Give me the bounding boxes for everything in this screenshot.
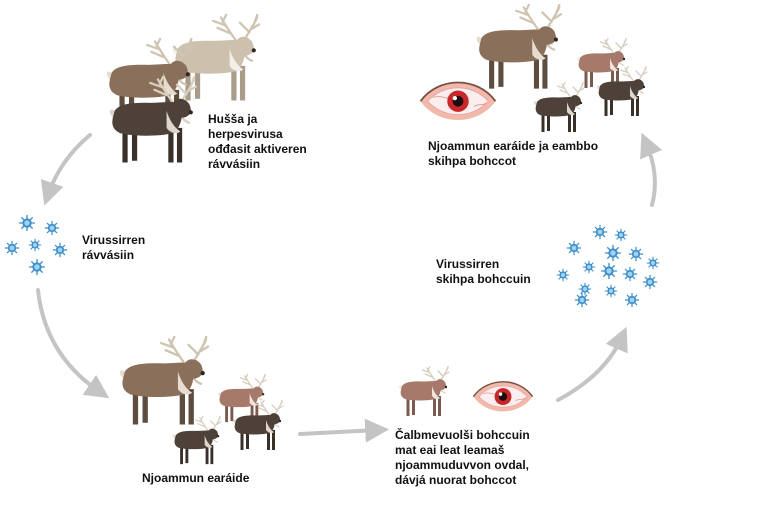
label-line: dávjá nuorat bohccot bbox=[395, 473, 517, 487]
label-line: Njoammun earáide ja eambbo bbox=[428, 139, 599, 153]
reindeer-icon bbox=[399, 366, 449, 416]
label-line: Virussirren bbox=[436, 257, 500, 271]
label-calves: Njoammun earáide bbox=[142, 471, 249, 486]
label-line: ođđasit aktiveren bbox=[208, 142, 307, 156]
virus-icon bbox=[622, 266, 638, 282]
arrow-stress-to-shedding bbox=[40, 133, 92, 206]
virus-icon bbox=[18, 214, 36, 232]
virus-icon bbox=[28, 238, 42, 252]
virus-icon bbox=[28, 258, 46, 276]
reindeer-icon bbox=[218, 374, 266, 423]
virus-icon bbox=[604, 284, 618, 298]
reindeer-icon bbox=[577, 38, 627, 88]
label-line: skihpa bohccuin bbox=[436, 272, 531, 286]
label-line: Čalbmevuolši bohccuin bbox=[395, 428, 530, 442]
virus-cluster-left bbox=[4, 214, 68, 276]
herd-calves bbox=[119, 336, 283, 465]
arrow-shedding-to-calves bbox=[36, 288, 110, 399]
label-line: rávvásiin bbox=[208, 157, 261, 171]
label-spread: Njoammun earáide ja eambbo skihpa bohcco… bbox=[428, 139, 598, 169]
virus-icon bbox=[614, 228, 628, 242]
virus-cluster-right bbox=[556, 224, 660, 308]
reindeer-icon bbox=[534, 82, 584, 132]
label-line: herpesvirusa bbox=[208, 127, 283, 141]
arrow-eye-to-sick bbox=[556, 326, 628, 402]
reindeer-icon bbox=[597, 66, 647, 116]
label-line: Hušša ja bbox=[208, 112, 258, 126]
virus-icon bbox=[628, 246, 644, 262]
virus-icon bbox=[578, 282, 592, 296]
virus-icon bbox=[566, 240, 582, 256]
reindeer-icon bbox=[476, 4, 561, 89]
label-eye: Čalbmevuolši bohccuin mat eai leat leama… bbox=[395, 428, 530, 488]
label-line: rávvásiin bbox=[82, 248, 135, 262]
label-line: Njoammun earáide bbox=[142, 471, 250, 485]
label-stress: Hušša ja herpesvirusa ođđasit aktiveren … bbox=[208, 112, 307, 172]
virus-icon bbox=[574, 292, 590, 308]
virus-icon bbox=[642, 274, 658, 290]
virus-icon bbox=[592, 224, 608, 240]
arrow-calves-to-eye bbox=[298, 418, 390, 443]
virus-icon bbox=[556, 268, 570, 282]
herd-spread bbox=[419, 4, 647, 132]
red-eye-icon bbox=[419, 81, 497, 121]
red-eye-icon bbox=[472, 381, 534, 413]
label-line: njoammuduvvon ovdal, bbox=[395, 458, 530, 472]
virus-icon bbox=[646, 256, 660, 270]
virus-icon bbox=[600, 262, 618, 280]
virus-icon bbox=[44, 220, 60, 236]
reindeer-icon bbox=[172, 14, 259, 101]
virus-icon bbox=[582, 260, 596, 274]
label-sick: Virussirren skihpa bohccuin bbox=[436, 257, 531, 287]
label-line: mat eai leat leamaš bbox=[395, 443, 505, 457]
label-line: skihpa bohccot bbox=[428, 154, 517, 168]
virus-icon bbox=[4, 240, 20, 256]
label-shedding: Virussirren rávvásiin bbox=[82, 233, 145, 263]
cycle-arrows bbox=[36, 132, 663, 443]
eye-infection bbox=[399, 366, 534, 416]
arrow-sick-to-spread bbox=[640, 132, 663, 207]
virus-icon bbox=[52, 242, 68, 258]
virus-icon bbox=[624, 292, 640, 308]
virus-icon bbox=[604, 244, 622, 262]
reindeer-icon bbox=[119, 336, 208, 425]
label-line: Virussirren bbox=[82, 233, 146, 247]
